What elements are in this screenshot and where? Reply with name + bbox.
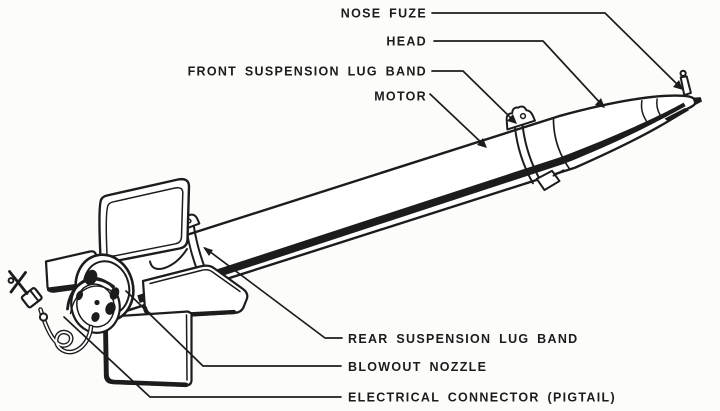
nozzle-strap-inner <box>69 285 113 315</box>
nozzle-strap-outer <box>66 277 115 311</box>
nozzle-hole-4 <box>91 312 100 322</box>
arrowhead-nose-fuze <box>673 80 683 90</box>
fin-top-hinge-curve <box>149 248 188 270</box>
fin-right-inner-line <box>149 269 241 293</box>
nose-fuze-pin-ball <box>679 69 687 77</box>
fin-bottom-inner-line <box>185 314 188 381</box>
tail-assembly <box>7 253 135 355</box>
nose-fuze-tip-cap <box>692 97 703 106</box>
nose-underside-shadow <box>664 107 690 123</box>
arrowhead-motor <box>477 138 487 148</box>
leader-rear-band <box>204 247 343 339</box>
label-nose-fuze: NOSE FUZE <box>341 7 427 21</box>
front-suspension-lug-band-part <box>505 105 565 192</box>
label-rear-band: REAR SUSPENSION LUG BAND <box>348 332 579 346</box>
nozzle-hole-3 <box>105 302 116 315</box>
fin-bottom-panel <box>102 310 193 387</box>
connector-pin-ball <box>7 277 15 284</box>
fuze-seam-2 <box>656 98 662 117</box>
callout-labels: NOSE FUZE HEAD FRONT SUSPENSION LUG BAND… <box>188 7 616 405</box>
connector-band <box>29 289 40 303</box>
front-band-line-front <box>521 123 542 182</box>
head-joint-seam <box>552 118 570 169</box>
fin-bottom-heavy-edge <box>103 315 189 388</box>
body-shadow-stripe <box>137 102 686 303</box>
pigtail-cable-core <box>39 308 92 353</box>
leader-front-band <box>431 70 516 123</box>
connector-cross-pin-2 <box>9 271 27 294</box>
arrowhead-head <box>595 98 605 108</box>
leader-nose-fuze <box>431 12 682 89</box>
fin-bottom <box>102 310 193 388</box>
arrowhead-rear-band <box>203 247 213 256</box>
leader-motor <box>429 93 486 147</box>
leader-head <box>433 40 604 107</box>
front-band-line-rear <box>513 126 534 185</box>
fin-top-inner-line <box>105 186 184 257</box>
nozzle-hole-5 <box>75 290 84 301</box>
cable-clamp <box>38 312 49 322</box>
label-electrical-connector: ELECTRICAL CONNECTOR (PIGTAIL) <box>348 391 616 405</box>
front-band-tongue <box>552 169 565 177</box>
front-band-bolt <box>519 112 527 120</box>
arrowhead-front-band <box>507 114 517 124</box>
nose-fuze-pin <box>679 75 692 97</box>
nozzle-center-hub <box>94 299 100 306</box>
label-blowout-nozzle: BLOWOUT NOZZLE <box>348 360 487 374</box>
leader-blowout-nozzle <box>125 290 342 367</box>
leader-electrical-connector <box>63 316 342 398</box>
callout-leaders <box>63 12 683 398</box>
label-motor: MOTOR <box>374 90 427 104</box>
fuze-seam-1 <box>640 99 648 122</box>
nozzle-hole-2 <box>109 287 120 300</box>
label-head: HEAD <box>386 35 427 49</box>
label-front-band: FRONT SUSPENSION LUG BAND <box>188 65 427 79</box>
